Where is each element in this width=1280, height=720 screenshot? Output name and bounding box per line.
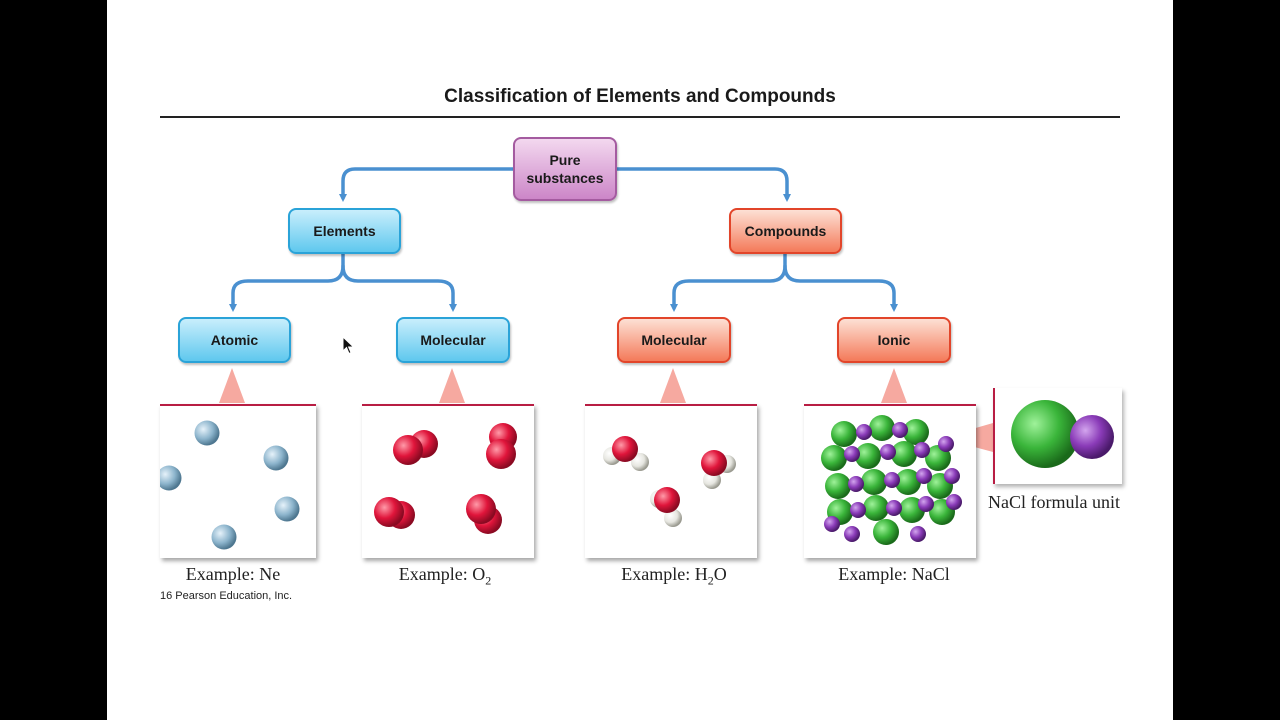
- nacl-formula-unit-inset: [993, 388, 1122, 484]
- node-molecular-element: Molecular: [396, 317, 510, 363]
- connector-compounds-ionic: [783, 264, 898, 312]
- caption-nacl: Example: NaCl: [794, 564, 994, 585]
- pointer-atomic: [219, 368, 245, 403]
- diagram-canvas: [219, 167, 993, 452]
- panel-water-molecules: [585, 404, 757, 558]
- caption-oxygen-subscript: 2: [485, 573, 492, 588]
- node-compounds-label: Compounds: [744, 223, 827, 239]
- caption-water-suffix: O: [713, 564, 727, 584]
- title-rule: [160, 116, 1120, 118]
- connector-elements-molecular: [341, 264, 457, 312]
- node-pure-substances-label: Pure substances: [526, 152, 604, 186]
- node-elements: Elements: [288, 208, 401, 254]
- connector-root-compounds: [615, 167, 791, 202]
- caption-water-text: Example: H: [621, 564, 708, 584]
- node-atomic: Atomic: [178, 317, 291, 363]
- caption-neon-text: Example: Ne: [185, 564, 281, 584]
- connector-root-elements: [339, 167, 515, 202]
- caption-oxygen-text: Example: O: [398, 564, 486, 584]
- node-pure-substances: Pure substances: [513, 137, 617, 201]
- caption-water-subscript: 2: [707, 573, 714, 588]
- water-molecules-illustration: [603, 436, 736, 527]
- pointer-molecular-element: [439, 368, 465, 403]
- nacl-lattice-illustration: [821, 415, 962, 545]
- node-atomic-label: Atomic: [210, 332, 259, 348]
- node-ionic: Ionic: [837, 317, 951, 363]
- node-molecular-compound: Molecular: [617, 317, 731, 363]
- mouse-cursor-icon: [342, 336, 355, 355]
- nacl-formula-unit-illustration: [1011, 400, 1114, 468]
- panel-oxygen-molecules: [362, 404, 534, 558]
- caption-neon: Example: Ne: [133, 564, 333, 585]
- node-molecular-compound-label: Molecular: [641, 332, 707, 348]
- neon-atoms-illustration: [160, 420, 300, 550]
- node-molecular-element-label: Molecular: [420, 332, 486, 348]
- panel-neon-atoms: [160, 404, 316, 558]
- copyright-credit: 16 Pearson Education, Inc.: [160, 590, 293, 602]
- node-ionic-label: Ionic: [877, 332, 911, 348]
- oxygen-molecules-illustration: [374, 423, 517, 534]
- connector-compounds-molecular: [670, 252, 787, 312]
- connector-lines: [229, 167, 898, 312]
- pointer-molecular-compound: [660, 368, 686, 403]
- caption-oxygen: Example: O2: [345, 564, 545, 589]
- pointer-ionic: [881, 368, 907, 403]
- diagram-title: Classification of Elements and Compounds: [444, 86, 836, 107]
- node-elements-label: Elements: [313, 223, 376, 239]
- slide: Classification of Elements and Compounds: [107, 0, 1173, 720]
- panel-nacl-lattice: [804, 404, 976, 558]
- caption-water: Example: H2O: [574, 564, 774, 589]
- inset-caption: NaCl formula unit: [988, 492, 1120, 512]
- node-compounds: Compounds: [729, 208, 842, 254]
- caption-nacl-text: Example: NaCl: [838, 564, 950, 584]
- connector-elements-atomic: [229, 252, 345, 312]
